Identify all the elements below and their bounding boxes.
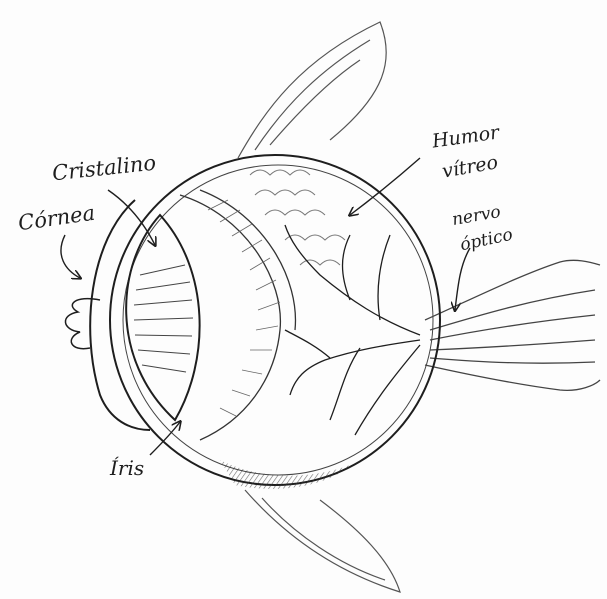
humor-arrow — [350, 158, 420, 215]
optic-nerve — [425, 260, 600, 390]
ciliary-body — [180, 190, 295, 440]
label-iris: Íris — [110, 458, 144, 478]
cornea-shape — [90, 200, 150, 430]
retinal-vessels — [285, 225, 420, 435]
eyeball-outline — [110, 155, 440, 485]
lower-muscle — [245, 490, 400, 592]
iris-arrow — [150, 422, 180, 455]
upper-muscle — [238, 22, 386, 158]
lens — [126, 215, 199, 420]
vitreous-texture — [250, 170, 345, 265]
ciliary-hatching — [208, 200, 280, 416]
cornea-arrow — [61, 235, 80, 278]
